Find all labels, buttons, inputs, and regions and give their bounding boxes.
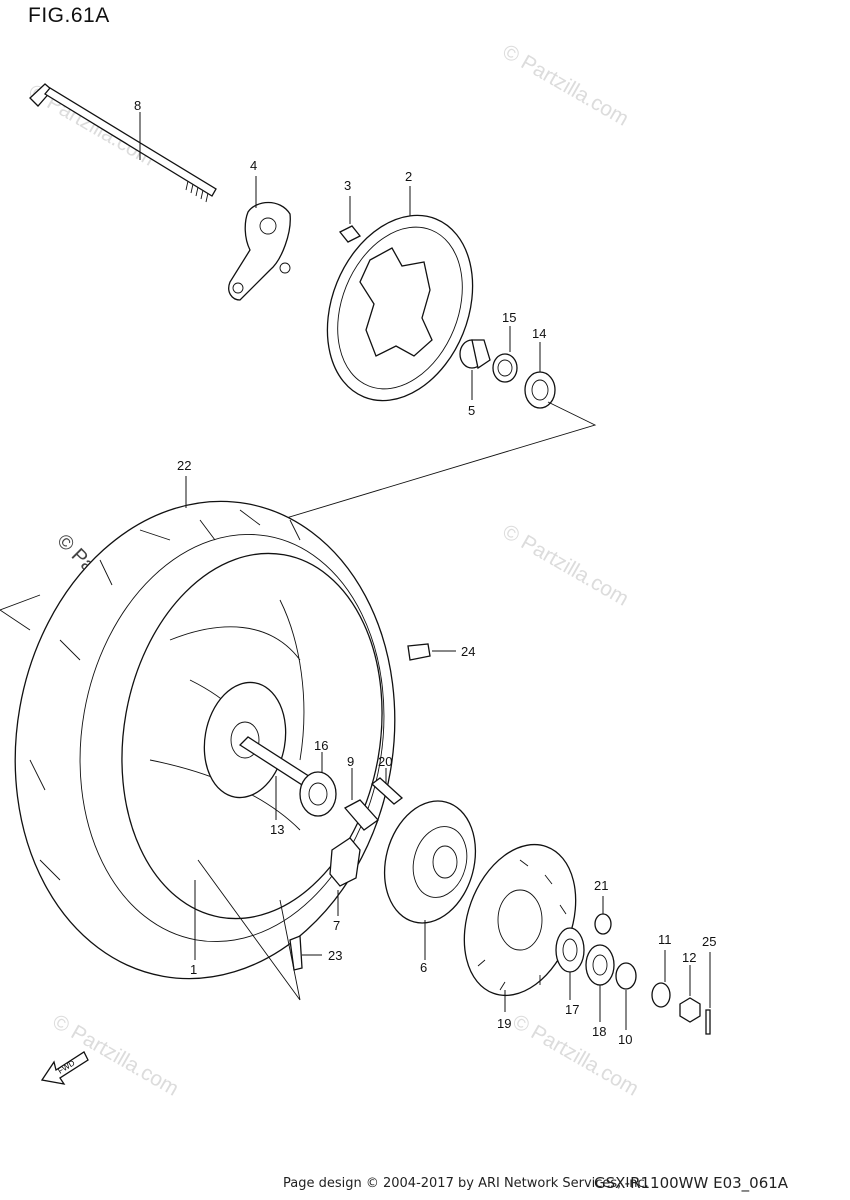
callout-4: 4 [250, 158, 257, 173]
callout-1: 1 [190, 962, 197, 977]
caliper-bracket-part-4[interactable] [228, 176, 291, 301]
figure-title: FIG.61A [28, 4, 110, 27]
spacer-part-10[interactable] [615, 962, 637, 1030]
nut-part-21[interactable] [594, 896, 612, 935]
oil-seal-part-18[interactable] [585, 944, 615, 1022]
callout-9: 9 [347, 754, 354, 769]
callout-18: 18 [592, 1024, 606, 1039]
collar-part-5[interactable] [459, 339, 491, 400]
callout-25: 25 [702, 934, 716, 949]
callout-22: 22 [177, 458, 191, 473]
callout-19: 19 [497, 1016, 511, 1031]
callout-24: 24 [461, 644, 475, 659]
callout-7: 7 [333, 918, 340, 933]
callout-20: 20 [378, 754, 392, 769]
callout-15: 15 [502, 310, 516, 325]
callout-21: 21 [594, 878, 608, 893]
callout-23: 23 [328, 948, 342, 963]
oil-seal-part-15[interactable] [492, 326, 518, 383]
balance-weight-part-24[interactable] [407, 643, 456, 661]
stud-bolt-part-20[interactable] [370, 768, 404, 805]
footer-code: GSX-R1100WW E03_061A [594, 1174, 789, 1192]
callout-6: 6 [420, 960, 427, 975]
valve-part-23[interactable] [197, 859, 322, 1001]
callout-11: 11 [658, 932, 672, 947]
callout-5: 5 [468, 403, 475, 418]
callout-2: 2 [405, 169, 412, 184]
callout-10: 10 [618, 1032, 632, 1047]
disc-bolt-part-3[interactable] [338, 196, 362, 243]
brake-disc-part-2[interactable] [301, 186, 499, 422]
callout-16: 16 [314, 738, 328, 753]
damper-part-7[interactable] [329, 837, 361, 916]
callout-14: 14 [532, 326, 546, 341]
callout-17: 17 [565, 1002, 579, 1017]
spacer-part-9[interactable] [343, 768, 379, 831]
callout-8: 8 [134, 98, 141, 113]
fwd-arrow-icon: FWD [40, 1051, 89, 1085]
bearing-part-16[interactable] [299, 752, 337, 817]
bearing-part-17[interactable] [555, 927, 585, 1000]
bearing-part-14[interactable] [524, 342, 556, 409]
cotter-pin-part-25[interactable] [705, 952, 711, 1035]
nut-part-12[interactable] [679, 965, 701, 1023]
sprocket-hub-part-6[interactable] [371, 791, 488, 960]
callout-3: 3 [344, 178, 351, 193]
callout-12: 12 [682, 950, 696, 965]
axle-part-8[interactable] [29, 83, 217, 203]
callout-13: 13 [270, 822, 284, 837]
footer-credit: Page design © 2004-2017 by ARI Network S… [283, 1176, 649, 1191]
washer-part-11[interactable] [651, 950, 671, 1008]
